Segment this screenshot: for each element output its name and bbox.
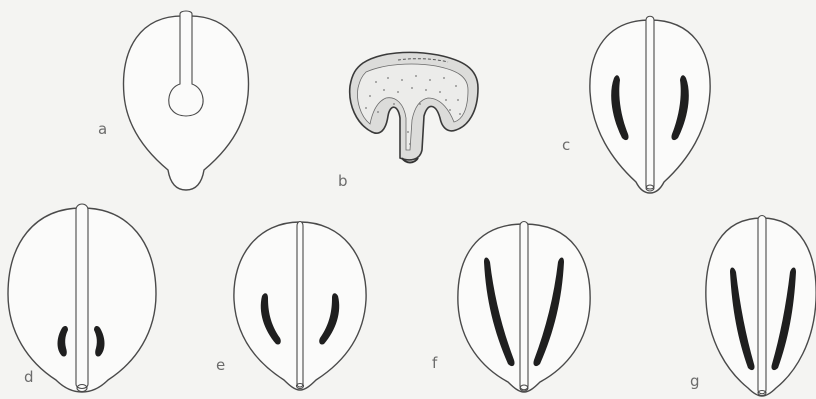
figure-e-seed xyxy=(234,222,366,391)
figure-b-cross-section xyxy=(350,52,478,162)
label-a: a xyxy=(98,122,107,137)
figure-d-seed xyxy=(8,204,156,392)
figure-f-seed xyxy=(458,222,590,393)
label-c: c xyxy=(562,138,570,153)
figure-c-seed xyxy=(590,16,710,193)
label-d: d xyxy=(24,370,34,385)
figure-a-seed xyxy=(124,11,249,190)
label-e: e xyxy=(216,358,225,373)
label-g: g xyxy=(690,374,700,389)
figure-g-seed xyxy=(706,216,816,397)
label-b: b xyxy=(338,174,348,189)
label-f: f xyxy=(432,356,437,371)
